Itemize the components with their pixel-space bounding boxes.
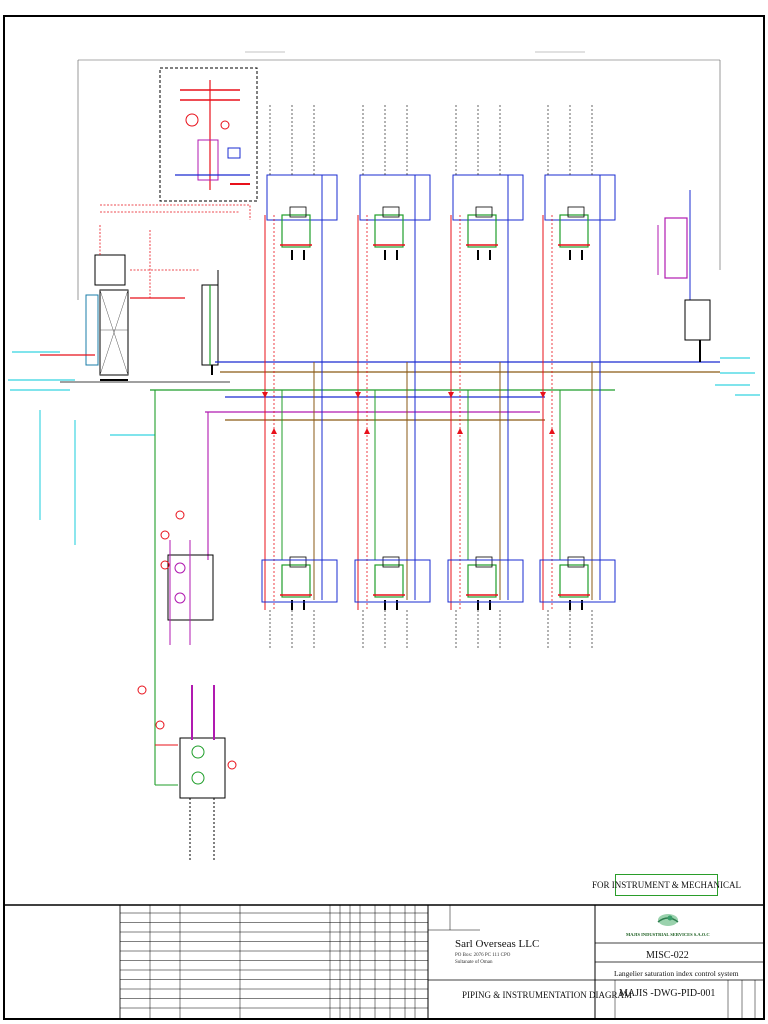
cell-bottom-frame <box>539 559 616 603</box>
cell-vessel <box>281 564 311 598</box>
cell-top-frame <box>452 174 524 221</box>
top-header-lines <box>77 51 721 300</box>
sheet-frame <box>3 15 765 1020</box>
cell-bottom-frame <box>354 559 431 603</box>
flow-arrow <box>540 392 546 398</box>
pump-skid-1 <box>160 510 214 645</box>
cell-top-frame <box>544 174 616 221</box>
status-note-text: FOR INSTRUMENT & MECHANICAL <box>591 880 742 890</box>
company-name: Sarl Overseas LLC <box>455 938 540 950</box>
cell-vessel <box>467 214 497 248</box>
filter-tank <box>85 254 129 381</box>
project-title: Langelier saturation index control syste… <box>614 969 739 978</box>
cell-vessel <box>559 214 589 248</box>
cell-modules <box>261 105 616 650</box>
cell-vessel <box>374 214 404 248</box>
dosing-skid <box>159 67 258 202</box>
flow-arrow <box>262 392 268 398</box>
cell-bottom-frame <box>261 559 338 603</box>
cell-top-frame <box>359 174 431 221</box>
project-number: MISC-022 <box>646 950 689 961</box>
drawing-title: PIPING & INSTRUMENTATION DIAGRAM <box>462 990 633 1000</box>
cell-vessel <box>374 564 404 598</box>
cyan-inlet-lines <box>8 351 760 545</box>
status-note-box: FOR INSTRUMENT & MECHANICAL <box>592 874 741 896</box>
cell-cap <box>567 556 585 568</box>
cell-cap <box>567 206 585 218</box>
majis-logo-icon <box>657 914 679 926</box>
company-address-2: Sultanate of Oman <box>455 960 493 965</box>
drawing-number: MAJIS -DWG-PID-001 <box>619 988 716 999</box>
title-block <box>4 904 764 1020</box>
flow-arrow <box>457 428 463 434</box>
company-address-1: PO Box: 2076 PC 111 CPO <box>455 953 511 958</box>
cell-cap <box>382 556 400 568</box>
flow-arrow <box>549 428 555 434</box>
cell-vessel <box>559 564 589 598</box>
cell-cap <box>289 556 307 568</box>
flow-arrow <box>448 392 454 398</box>
cell-bottom-frame <box>447 559 524 603</box>
vertical-feed-lines <box>154 390 209 786</box>
heat-exchanger <box>201 270 219 375</box>
signal-lines-left <box>99 204 251 300</box>
cell-cap <box>475 206 493 218</box>
cell-cap <box>289 206 307 218</box>
client-name: MAJIS INDUSTRIAL SERVICES S.A.O.C <box>626 932 710 937</box>
cell-cap <box>382 206 400 218</box>
main-headers <box>40 297 720 421</box>
right-column <box>657 190 711 362</box>
cell-vessel <box>467 564 497 598</box>
cell-top-frame <box>266 174 338 221</box>
pump-skid-2 <box>137 685 237 860</box>
cell-vessel <box>281 214 311 248</box>
cell-cap <box>475 556 493 568</box>
flow-arrow <box>271 428 277 434</box>
flow-arrow <box>355 392 361 398</box>
flow-arrow <box>364 428 370 434</box>
